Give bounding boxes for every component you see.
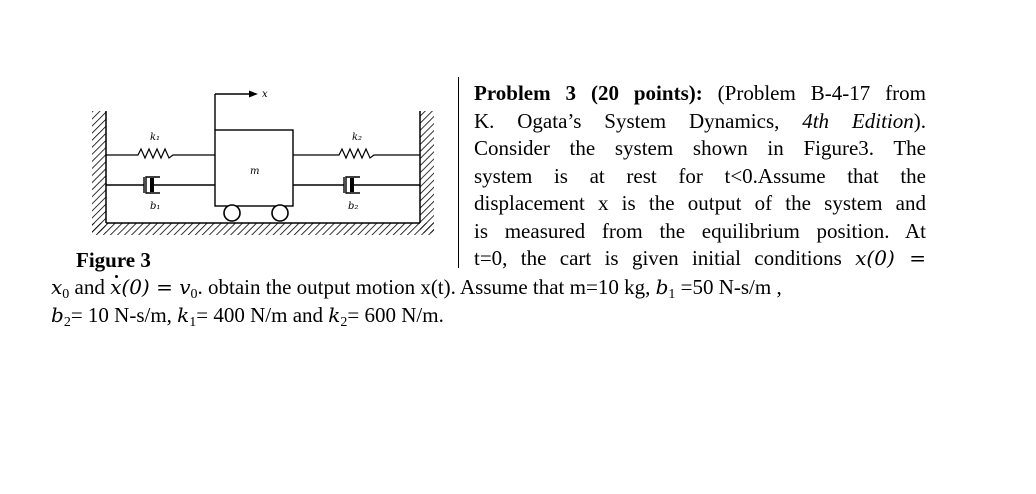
problem-line-9: b2= 10 N-s/m, k1= 400 N/m and k2= 600 N/… (51, 302, 782, 330)
k2-label: k₂ (352, 132, 362, 143)
b1-value: =50 N-s/m , (675, 275, 782, 299)
damper-b2 (293, 176, 420, 194)
problem-line-8: x0 and x(0) = v0. obtain the output moti… (51, 274, 782, 302)
column-divider (458, 77, 459, 268)
figure-caption: Figure 3 (76, 248, 151, 272)
floor (92, 223, 434, 235)
b2-label: b₂ (348, 201, 358, 212)
problem-line-6: is measured from the equilibrium positio… (474, 218, 926, 243)
spring-k1 (106, 147, 215, 160)
x0-equation: x(0) = (855, 246, 926, 270)
k1-symbol: k (177, 302, 190, 327)
damper-b1 (106, 176, 215, 194)
problem-continuation: x0 and x(0) = v0. obtain the output moti… (51, 274, 782, 329)
x-label: x (262, 89, 268, 100)
book-close: ). (913, 108, 926, 133)
k2-value: = 600 N/m. (347, 302, 444, 327)
initial-conditions-text: t=0, the cart is given initial condition… (474, 246, 856, 270)
k1-subscript: 1 (189, 314, 197, 330)
right-wheel (271, 204, 289, 222)
problem-line-5: displacement x is the output of the syst… (474, 191, 926, 215)
b1-symbol: b (655, 275, 669, 299)
spring-k2 (293, 147, 420, 160)
cart-mass (214, 129, 294, 207)
problem-line-4: system is at rest for t<0.Assume that th… (474, 163, 926, 188)
b1-subscript: 1 (668, 287, 676, 302)
and-text: and (69, 275, 111, 299)
left-wall (92, 111, 106, 233)
problem-line-3: Consider the system shown in Figure3. Th… (474, 136, 926, 160)
b2-symbol: b (51, 302, 64, 327)
left-wheel (223, 204, 241, 222)
k1-label: k₁ (150, 132, 160, 143)
problem-line-2: K. Ogata’s System Dynamics, 4th Edition)… (474, 108, 926, 136)
b2-value: = 10 N-s/m, (70, 302, 178, 327)
system-figure: x m k₁ b₁ k₂ (90, 78, 450, 253)
book-edition: 4th Edition (802, 108, 914, 133)
problem-text: Problem 3 (20 points): (Problem B-4-17 f… (474, 80, 926, 273)
assumption-text: . obtain the output motion x(t). Assume … (197, 275, 656, 299)
problem-heading: Problem 3 (20 points): (474, 81, 703, 105)
mass-spring-damper-diagram: x m k₁ b₁ k₂ (92, 89, 434, 235)
k1-value: = 400 N/m and (196, 302, 329, 327)
right-wall (420, 111, 434, 233)
xdot-equation: x(0) = v (110, 274, 191, 302)
k2-symbol: k (328, 302, 341, 327)
x-subscript: 0 (62, 287, 70, 302)
arrow-head-icon (249, 90, 258, 98)
problem-source: (Problem B-4-17 from (702, 81, 926, 105)
x-symbol: x (51, 275, 63, 299)
problem-line-1: Problem 3 (20 points): (Problem B-4-17 f… (474, 80, 926, 108)
mass-label: m (250, 166, 259, 177)
k2-subscript: 2 (340, 314, 348, 330)
book-title: K. Ogata’s System Dynamics, (474, 108, 803, 133)
problem-line-7: t=0, the cart is given initial condition… (474, 245, 926, 273)
b1-label: b₁ (150, 201, 160, 212)
b2-subscript: 2 (63, 314, 71, 330)
v-subscript: 0 (190, 287, 198, 302)
